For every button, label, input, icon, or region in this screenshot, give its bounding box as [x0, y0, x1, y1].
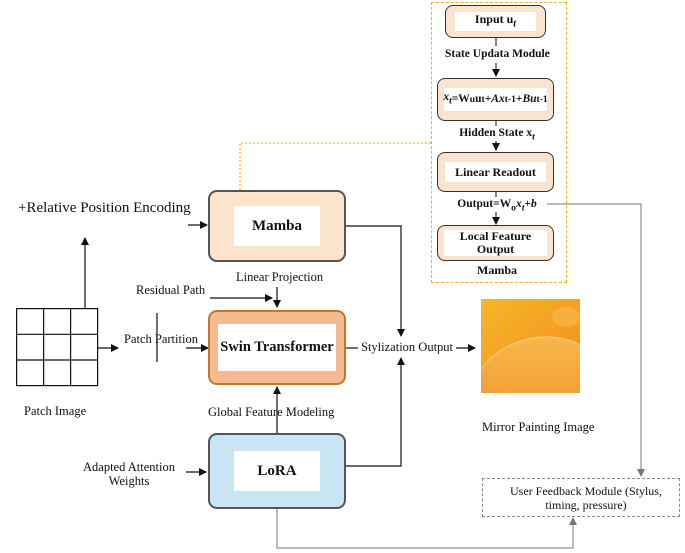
mamba-block: Mamba: [208, 190, 346, 262]
input-box: Input ut: [445, 5, 546, 38]
mirror-painting-label: Mirror Painting Image: [482, 420, 595, 434]
mamba-block-label: Mamba: [234, 206, 320, 246]
mamba-detail-panel: [431, 2, 567, 283]
global-feature-label: Global Feature Modeling: [208, 405, 335, 419]
patch-image-label: Patch Image: [24, 404, 87, 418]
user-feedback-module: User Feedback Module (Stylus, timing, pr…: [482, 478, 680, 517]
user-feedback-label: User Feedback Module (Stylus, timing, pr…: [510, 483, 662, 512]
local-feature-box: Local Feature Output: [437, 225, 554, 261]
patch-image-grid: [16, 308, 99, 387]
swin-transformer-label: Swin Transformer: [218, 324, 336, 371]
swin-transformer-block: Swin Transformer: [208, 310, 346, 385]
local-feature-label: Local Feature Output: [444, 230, 547, 256]
linear-readout-label: Linear Readout: [445, 162, 546, 182]
mamba-detail-title: Mamba: [477, 263, 517, 277]
mirror-painting-image: [481, 299, 580, 393]
output-equation: Output=Woxt+b: [457, 198, 537, 214]
state-update-label: State Updata Module: [445, 48, 550, 60]
linear-projection-label: Linear Projection: [236, 270, 324, 284]
lora-block: LoRA: [208, 433, 346, 509]
residual-path-label: Residual Path: [136, 283, 206, 297]
relative-position-label: +Relative Position Encoding: [18, 200, 191, 216]
input-label: Input ut: [474, 11, 517, 30]
hidden-state-label: Hidden State xt: [459, 127, 535, 143]
adapted-attention-label: Adapted Attention Weights: [83, 460, 175, 488]
stylization-output-label: Stylization Output: [358, 340, 457, 355]
linear-readout-box: Linear Readout: [437, 152, 554, 192]
patch-partition-label: Patch Partition: [124, 332, 198, 346]
dotted-link-mamba-detail: [239, 142, 432, 190]
lora-block-label: LoRA: [234, 451, 320, 491]
